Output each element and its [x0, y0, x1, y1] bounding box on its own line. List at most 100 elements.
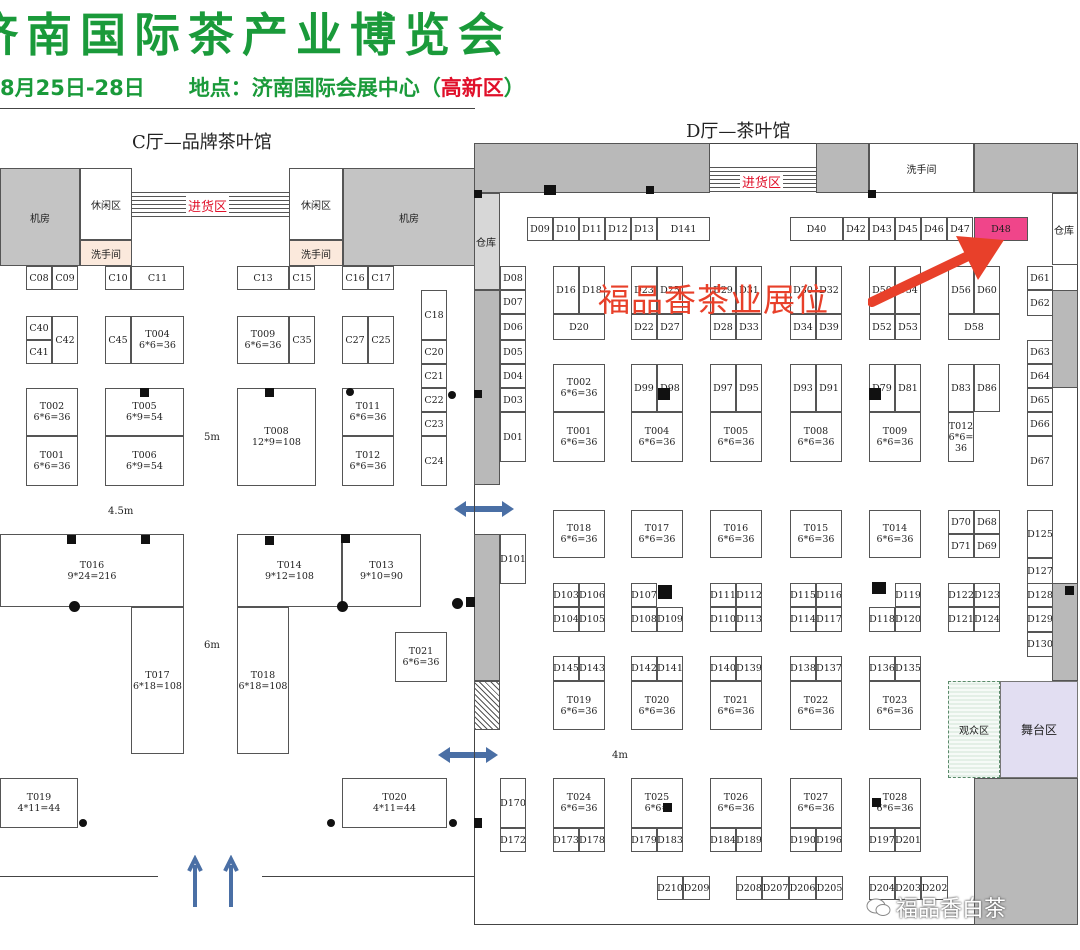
- d-booth[interactable]: D65: [1027, 388, 1053, 412]
- d-booth[interactable]: D11: [579, 217, 605, 241]
- d-booth[interactable]: D34: [790, 314, 816, 340]
- d-booth[interactable]: D104: [553, 607, 579, 632]
- d-booth[interactable]: D40: [790, 217, 843, 241]
- c-booth[interactable]: T012 6*6=36: [342, 436, 394, 486]
- d-booth[interactable]: D01: [500, 412, 526, 462]
- d-booth[interactable]: D13: [631, 217, 657, 241]
- d-booth[interactable]: D22: [631, 314, 657, 340]
- d-booth[interactable]: D66: [1027, 412, 1053, 436]
- d-booth[interactable]: D63: [1027, 340, 1053, 364]
- d-booth[interactable]: D86: [974, 364, 1000, 412]
- d-booth[interactable]: D189: [736, 828, 762, 852]
- d-booth[interactable]: D205: [816, 876, 843, 900]
- c-booth[interactable]: T001 6*6=36: [26, 436, 78, 486]
- d-booth[interactable]: T027 6*6=36: [790, 778, 842, 828]
- c-booth[interactable]: T008 12*9=108: [237, 388, 316, 486]
- d-booth[interactable]: D69: [974, 534, 1000, 558]
- d-booth[interactable]: T022 6*6=36: [790, 681, 842, 730]
- d-booth[interactable]: D06: [500, 314, 526, 340]
- d-booth[interactable]: D29: [710, 266, 736, 314]
- d-booth[interactable]: D112: [736, 583, 762, 607]
- c-booth[interactable]: C16: [342, 266, 368, 290]
- d-booth[interactable]: D183: [657, 828, 683, 852]
- c-booth[interactable]: T011 6*6=36: [342, 388, 394, 436]
- c-booth[interactable]: C15: [289, 266, 315, 290]
- d-booth[interactable]: D203: [895, 876, 921, 900]
- d-booth[interactable]: D09: [527, 217, 553, 241]
- d-booth[interactable]: D141: [657, 217, 710, 241]
- d-booth[interactable]: D30: [790, 266, 816, 314]
- d-booth[interactable]: T017 6*6=36: [631, 510, 683, 558]
- c-booth[interactable]: T019 4*11=44: [0, 778, 78, 828]
- d-booth[interactable]: D116: [816, 583, 842, 607]
- d-booth[interactable]: D196: [816, 828, 842, 852]
- d-booth[interactable]: D68: [974, 510, 1000, 534]
- d-booth[interactable]: T012 6*6= 36: [948, 412, 974, 462]
- d-booth[interactable]: T009 6*6=36: [869, 412, 921, 462]
- d-booth[interactable]: T024 6*6=36: [553, 778, 605, 828]
- d-booth[interactable]: D97: [710, 364, 736, 412]
- c-booth[interactable]: C42: [52, 316, 78, 364]
- c-booth[interactable]: C23: [421, 412, 447, 436]
- d-booth[interactable]: D105: [579, 607, 605, 632]
- d-booth[interactable]: D05: [500, 340, 526, 364]
- d-booth[interactable]: D140: [710, 656, 736, 681]
- d-booth[interactable]: D25: [657, 266, 683, 314]
- d-booth[interactable]: D08: [500, 266, 526, 290]
- c-booth[interactable]: C17: [368, 266, 394, 290]
- d-booth[interactable]: D207: [762, 876, 789, 900]
- d-booth[interactable]: T008 6*6=36: [790, 412, 842, 462]
- d-booth[interactable]: D143: [579, 656, 605, 681]
- d-booth[interactable]: D58: [948, 314, 1000, 340]
- d-booth[interactable]: T014 6*6=36: [869, 510, 921, 558]
- d-booth[interactable]: D20: [553, 314, 605, 340]
- c-booth[interactable]: C22: [421, 388, 447, 412]
- d-booth[interactable]: T002 6*6=36: [553, 364, 605, 412]
- d-booth[interactable]: D119: [895, 583, 921, 607]
- c-booth[interactable]: C35: [289, 316, 315, 364]
- c-booth[interactable]: T002 6*6=36: [26, 388, 78, 436]
- c-booth[interactable]: T021 6*6=36: [395, 632, 447, 682]
- d-booth[interactable]: D122: [948, 583, 974, 607]
- d-booth[interactable]: D141: [657, 656, 683, 681]
- d-booth[interactable]: D33: [736, 314, 762, 340]
- d-booth[interactable]: D206: [789, 876, 816, 900]
- d-booth[interactable]: D27: [657, 314, 683, 340]
- d-booth[interactable]: D43: [869, 217, 895, 241]
- d-booth[interactable]: D42: [843, 217, 869, 241]
- d-booth[interactable]: D130: [1027, 632, 1053, 657]
- c-booth[interactable]: C20: [421, 340, 447, 364]
- c-booth[interactable]: T018 6*18=108: [237, 607, 289, 754]
- c-booth[interactable]: C45: [105, 316, 131, 364]
- d-booth[interactable]: D12: [605, 217, 631, 241]
- c-booth[interactable]: C08: [26, 266, 52, 290]
- c-booth[interactable]: T020 4*11=44: [342, 778, 447, 828]
- d-booth[interactable]: D190: [790, 828, 816, 852]
- d-booth[interactable]: D209: [683, 876, 710, 900]
- d-booth[interactable]: D101: [500, 534, 526, 584]
- d-booth[interactable]: T001 6*6=36: [553, 412, 605, 462]
- d-booth[interactable]: T016 6*6=36: [710, 510, 762, 558]
- c-booth[interactable]: C40: [26, 316, 52, 340]
- d-booth[interactable]: D170: [500, 778, 526, 828]
- d-booth[interactable]: D204: [869, 876, 895, 900]
- d-booth[interactable]: D201: [895, 828, 921, 852]
- c-booth[interactable]: C24: [421, 436, 447, 486]
- c-booth[interactable]: C25: [368, 316, 394, 364]
- c-booth[interactable]: C09: [52, 266, 78, 290]
- c-booth[interactable]: T013 9*10=90: [342, 534, 421, 607]
- d-booth[interactable]: D03: [500, 388, 526, 412]
- d-booth[interactable]: T015 6*6=36: [790, 510, 842, 558]
- d-booth[interactable]: T023 6*6=36: [869, 681, 921, 730]
- d-booth[interactable]: D93: [790, 364, 816, 412]
- d-booth[interactable]: D107: [631, 583, 657, 607]
- d-booth[interactable]: D81: [895, 364, 921, 412]
- d-booth[interactable]: D18: [579, 266, 605, 314]
- d-booth[interactable]: D62: [1027, 290, 1053, 316]
- c-booth[interactable]: T009 6*6=36: [237, 316, 289, 364]
- d-booth[interactable]: D106: [579, 583, 605, 607]
- d-booth[interactable]: D70: [948, 510, 974, 534]
- d-booth[interactable]: D23: [631, 266, 657, 314]
- d-booth[interactable]: D208: [736, 876, 762, 900]
- d-booth[interactable]: D135: [895, 656, 921, 681]
